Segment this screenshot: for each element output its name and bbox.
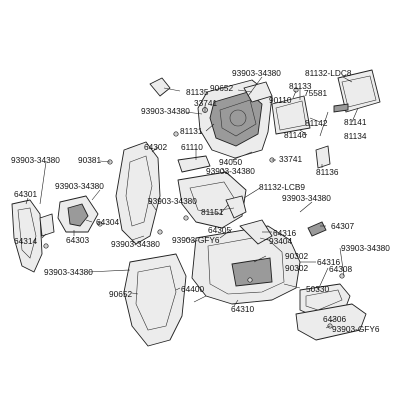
label-64314: 64314 (14, 236, 37, 246)
label-90652-top: 90652 (210, 83, 233, 93)
label-93903-34380-top: 93903-34380 (232, 68, 281, 78)
meter-cover-drawing (149, 77, 273, 103)
label-93903-34380-rbot: 93903-34380 (341, 243, 390, 253)
part-labels: 93903-34380 81132-LDC8 81135 90652 90110… (11, 68, 390, 334)
label-81151: 81151 (201, 207, 224, 217)
label-64304: 64304 (96, 217, 119, 227)
label-64305: 64305 (208, 225, 231, 235)
floor-step-drawing (123, 253, 187, 347)
left-side-cover-drawing (11, 199, 43, 273)
label-93903-gfy6-mid: 93903-GFY6 (172, 235, 220, 245)
front-inner-panel-drawing (177, 171, 247, 229)
front-upper-cover-drawing (115, 141, 161, 245)
label-64307: 64307 (331, 221, 354, 231)
panel-81136-drawing (315, 145, 331, 169)
label-81134: 81134 (344, 131, 367, 141)
floor-panel-drawing (191, 225, 301, 305)
label-64316-b: 64316 (317, 257, 340, 267)
label-64306: 64306 (323, 314, 346, 324)
label-93404: 93404 (269, 236, 292, 246)
label-93903-34380-left: 93903-34380 (11, 155, 60, 165)
inner-cover-left-drawing (57, 195, 99, 233)
label-81141: 81141 (344, 117, 367, 127)
label-81132-lcb9: 81132-LCB9 (259, 182, 305, 192)
label-81135: 81135 (186, 87, 209, 97)
center-cover-drawing (239, 219, 273, 245)
label-64302: 64302 (144, 142, 167, 152)
label-94050: 94050 (219, 157, 242, 167)
label-64301: 64301 (14, 189, 37, 199)
label-64310: 64310 (231, 304, 254, 314)
label-64400: 64400 (181, 284, 204, 294)
label-81142: 81142 (305, 118, 328, 128)
label-75581: 75581 (304, 88, 327, 98)
label-81132-ldc8: 81132-LDC8 (305, 68, 352, 78)
fasteners (43, 87, 345, 329)
label-64308: 64308 (329, 264, 352, 274)
piece-64314-drawing (39, 213, 55, 237)
leader-lines (25, 76, 359, 329)
label-93903-34380-bot: 93903-34380 (44, 267, 93, 277)
label-50330: 50330 (306, 284, 329, 294)
label-90110: 90110 (269, 95, 292, 105)
clip-81142-drawing (333, 103, 349, 113)
label-93903-gfy6-bot: 93903-GFY6 (332, 324, 380, 334)
label-81131: 81131 (180, 126, 203, 136)
label-61110: 61110 (181, 142, 203, 152)
windshield-frame-drawing (271, 69, 381, 135)
label-90302-b: 90302 (285, 263, 308, 273)
label-93903-34380-lbot: 93903-34380 (111, 239, 160, 249)
label-81133: 81133 (289, 81, 312, 91)
label-81136: 81136 (316, 167, 339, 177)
label-93903-34380-left-top: 93903-34380 (141, 106, 190, 116)
label-93903-34380-center: 93903-34380 (148, 196, 197, 206)
under-cover-drawing (295, 303, 367, 341)
label-33741-mid: 33741 (279, 154, 302, 164)
label-93903-34380-lmid: 93903-34380 (55, 181, 104, 191)
label-81146: 81146 (284, 130, 307, 140)
label-90302: 90302 (285, 251, 308, 261)
inner-cover-strip-drawing (177, 155, 211, 173)
part-64307-drawing (307, 221, 327, 237)
hook-81151-drawing (225, 195, 247, 219)
label-90381: 90381 (78, 155, 101, 165)
label-33741-top: 33741 (194, 98, 217, 108)
label-64316-a: 64316 (273, 228, 296, 238)
label-93903-34380-right: 93903-34380 (282, 193, 331, 203)
label-90652-bot: 90652 (109, 289, 132, 299)
label-64303: 64303 (66, 235, 89, 245)
label-93903-34380-mid: 93903-34380 (206, 166, 255, 176)
